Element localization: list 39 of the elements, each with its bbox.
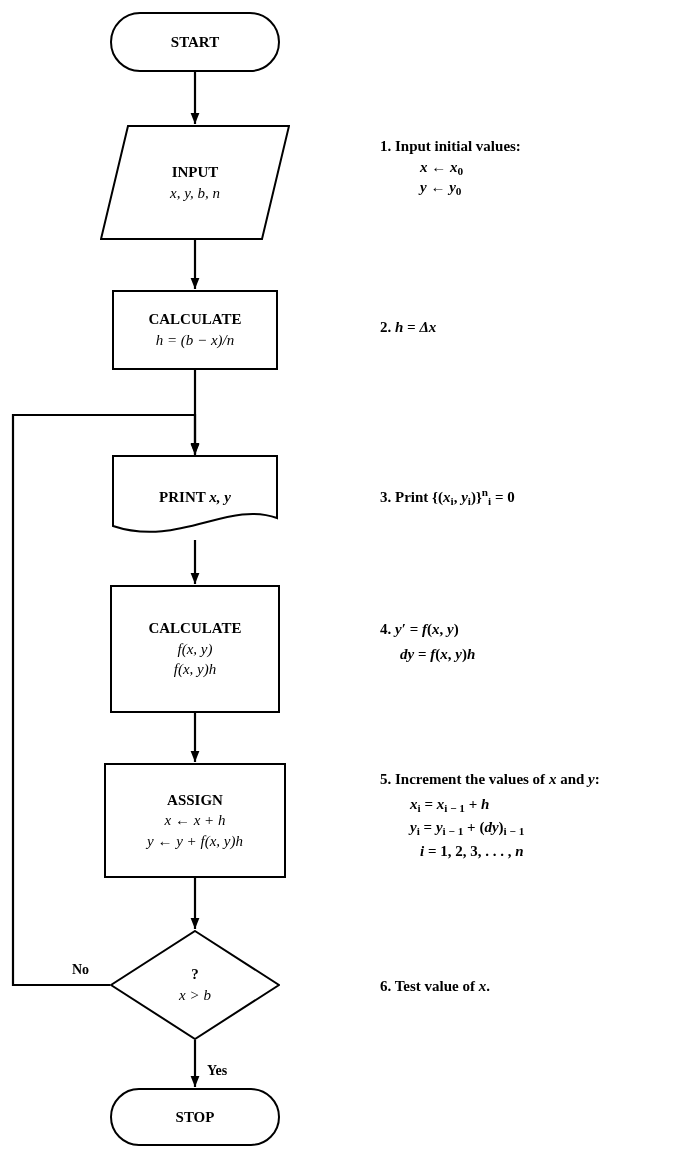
annotation-text: i = 1, 2, 3, . . . , n [420,842,524,861]
step-title: STOP [175,1107,215,1127]
annotation-text: y$_{i}$ = y$_{i − 1}$ + (dy)$_{i − 1}$ [410,818,525,837]
step-title: CALCULATE [148,619,242,639]
annotation-text: 4. y′ = f(x, y) [380,620,459,639]
annotation-text: x$_{i}$ = x$_{i − 1}$ + h [410,795,490,814]
annotation-text: dy = f(x, y)h [400,645,476,664]
process-box [112,290,278,370]
annotation-text: 3. Print {(x$_{i}$, y$_{i}$)}$^{n}$$_{i}$ = 0 [380,488,515,507]
annotation-text: y ← y$_{0}$ [420,178,462,197]
annotation-text: 5. Increment the values of x and y: [380,770,600,789]
arrow [11,413,200,987]
input-parallelogram [100,125,290,240]
arrow [190,713,200,762]
annotation-text: 1. Input initial values: [380,137,521,156]
formula-text: f(x, y) [177,639,213,659]
formula-text: x > b [179,986,211,1005]
arrow [190,1040,200,1087]
annotation-text: 2. h = Δx [380,318,437,337]
step-title: START [170,32,220,52]
step-title: ? [191,965,199,985]
formula-text: h = (b − x)/n [155,331,235,350]
annotation-text: 6. Test value of x. [380,977,490,996]
step-title: INPUT [171,162,219,182]
decision-diamond [110,930,280,1040]
step-title: CALCULATE [148,310,242,330]
formula-text: f(x, y)h [173,660,217,680]
arrow [190,540,200,584]
formula-text: x ← x + h [164,811,226,831]
formula-text: x, y, b, n [170,183,220,203]
step-title: PRINT x, y [159,488,231,508]
process-box [104,763,286,878]
arrow [190,240,200,289]
arrow [190,878,200,929]
process-box [110,585,280,713]
formula-text: y ← y + f(x, y)h [147,831,243,851]
step-title: ASSIGN [167,790,223,810]
annotation-text: x ← x$_{0}$ [420,158,464,177]
arrow [190,72,200,124]
